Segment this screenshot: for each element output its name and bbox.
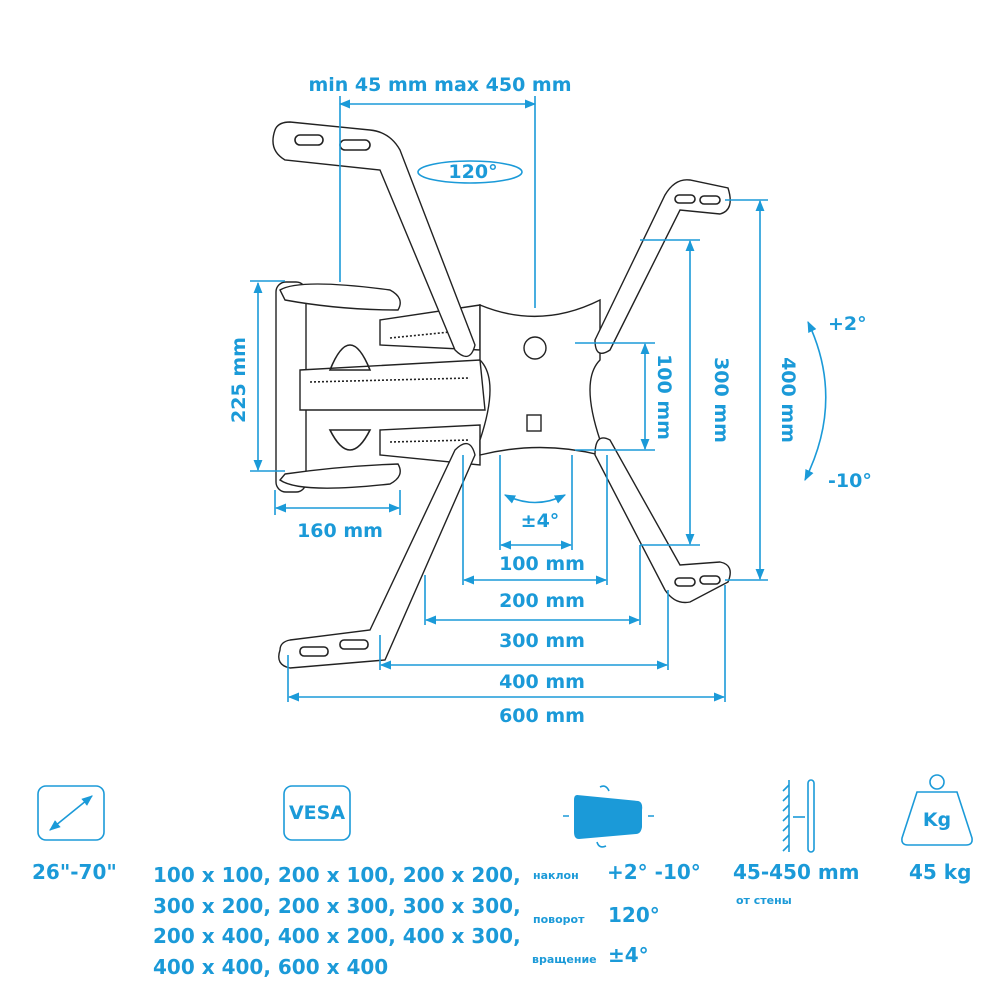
v100-label: 100 mm [653,354,675,440]
wall-distance-label: от стены [736,894,792,907]
tilt-value: +2° -10° [607,860,701,884]
v400-label: 400 mm [777,357,799,443]
vesa-line: 200 x 400, 400 x 200, 400 x 300, [153,924,521,948]
swivel-label: 120° [448,161,497,183]
swivel-spec-label: поворот [533,913,585,926]
h100-label: 100 mm [499,553,585,575]
rotation-value: ±4° [608,943,649,967]
wall-distance-value: 45-450 mm [733,860,860,884]
tilt-down-label: -10° [828,470,872,492]
h300-label: 300 mm [499,630,585,652]
rotation-spec-label: вращение [532,953,597,966]
tilt-label: наклон [533,869,579,882]
vesa-list: 100 x 100, 200 x 100, 200 x 200, 300 x 2… [153,860,521,982]
swivel-value: 120° [608,903,660,927]
weight-icon: Kg [901,774,973,846]
wall-plate-height-label: 225 mm [228,337,250,423]
screen-size-icon [37,785,105,841]
h200-label: 200 mm [499,590,585,612]
svg-text:Kg: Kg [923,809,951,831]
screen-size-value: 26"-70" [32,860,117,884]
wall-distance-icon [782,779,815,853]
tilt-swivel-icon [563,785,654,848]
mount-drawing [272,121,731,669]
vesa-line: 400 x 400, 600 x 400 [153,954,389,979]
wall-plate-width-label: 160 mm [297,520,383,542]
vesa-icon: VESA [283,785,351,841]
rotation-label: ±4° [521,510,560,532]
h400-label: 400 mm [499,671,585,693]
h600-label: 600 mm [499,705,585,727]
arm-extension-label: min 45 mm max 450 mm [308,74,571,96]
vesa-arms [272,121,731,669]
vesa-line: 100 x 100, 200 x 100, 200 x 200, [153,863,521,887]
max-load-value: 45 kg [909,860,972,884]
svg-text:VESA: VESA [289,802,345,824]
dimension-lines [250,96,827,702]
v300-label: 300 mm [710,357,732,443]
tilt-up-label: +2° [828,313,867,335]
vesa-line: 300 x 200, 200 x 300, 300 x 300, [153,893,521,918]
center-plate [479,298,601,456]
